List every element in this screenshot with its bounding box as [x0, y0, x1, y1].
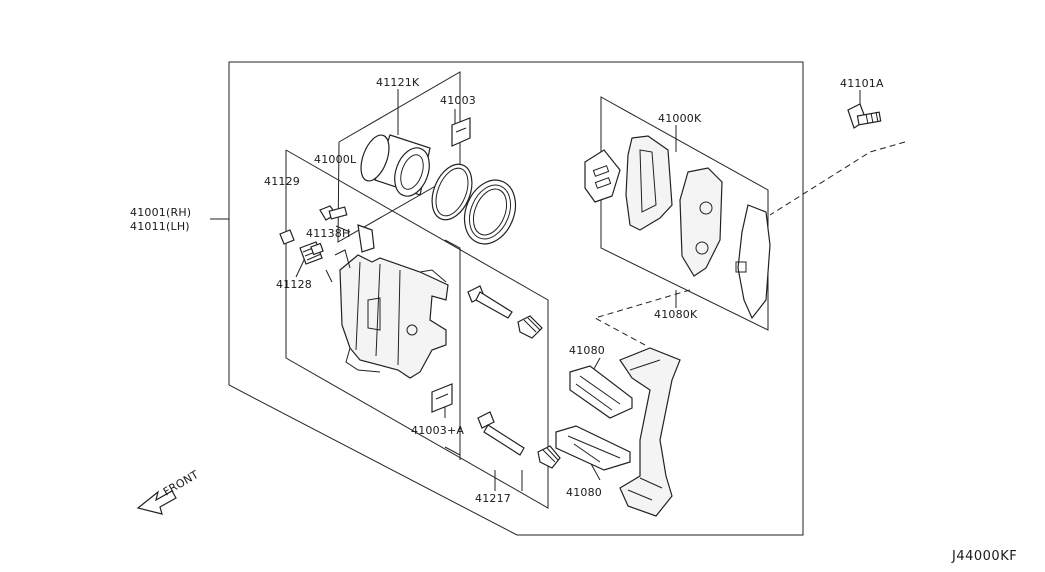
pin-boot-upper-part [517, 315, 543, 339]
pad-clip-upper-part [569, 365, 633, 419]
pin-kit-tag-part [431, 383, 453, 413]
label-41121k: 41121K [376, 76, 420, 89]
label-41129: 41129 [264, 175, 300, 188]
label-41001rh: 41001(RH) [130, 206, 191, 219]
anti-squeal-shim-part [584, 149, 621, 203]
bolt-dashed-leader [769, 141, 906, 216]
piston-part [360, 134, 431, 197]
assembly-frame [228, 61, 804, 536]
label-41138h: 41138H [306, 227, 350, 240]
label-41128: 41128 [276, 278, 312, 291]
label-41080k: 41080K [654, 308, 698, 321]
label-41217: 41217 [475, 492, 511, 505]
caliper-body-part [325, 224, 449, 379]
front-direction-arrow [136, 490, 177, 515]
seal-kit-tag-part [451, 117, 471, 147]
mounting-bolt-part [847, 103, 882, 129]
diagram-code: J44000KF [951, 549, 1017, 564]
guide-pin-lower-part [477, 411, 525, 456]
pad-clip-lower-part [555, 425, 631, 471]
dust-boot-part [463, 179, 517, 245]
caliper-bolt-part [319, 205, 348, 221]
label-41000l: 41000L [314, 153, 357, 166]
label-41011lh: 41011(LH) [130, 220, 190, 233]
guide-pin-upper-part [467, 285, 513, 319]
label-41080-top: 41080 [569, 344, 605, 357]
brake-pad-inner-part [625, 135, 673, 231]
front-label: FRONT [161, 468, 201, 499]
bracket-dashed-leader [593, 289, 691, 346]
label-41000k: 41000K [658, 112, 702, 125]
bleeder-screw-part [299, 241, 324, 265]
label-41003a: 41003+A [411, 424, 464, 437]
pin-boot-lower-part [537, 445, 561, 469]
pad-shim-part [735, 204, 771, 320]
caliper-bracket-part [619, 347, 681, 517]
caliper-subframe [285, 149, 549, 509]
label-41003: 41003 [440, 94, 476, 107]
pin-subframe [444, 239, 461, 456]
bleeder-cap-part [279, 229, 295, 245]
piston-seal-part [431, 163, 473, 221]
label-41080-bottom: 41080 [566, 486, 602, 499]
brake-pad-outer-part [679, 167, 723, 277]
label-41101a: 41101A [840, 77, 884, 90]
